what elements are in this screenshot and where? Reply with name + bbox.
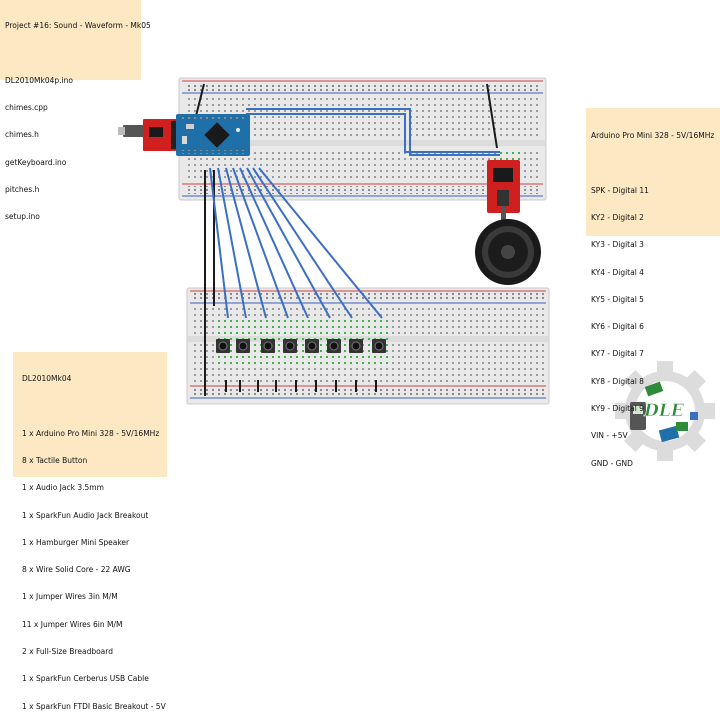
part-item: 1 x SparkFun Cerberus USB Cable bbox=[22, 674, 149, 684]
pin-item: VIN - +5V bbox=[591, 431, 628, 441]
ftdi-breakout bbox=[143, 119, 177, 151]
file-item: setup.ino bbox=[5, 212, 40, 222]
pin-item: GND - GND bbox=[591, 458, 633, 468]
tactile-button bbox=[261, 339, 275, 353]
file-item: pitches.h bbox=[5, 184, 40, 194]
parts-list-note: DL2010Mk04 1 x Arduino Pro Mini 328 - 5V… bbox=[13, 352, 167, 711]
circuit-diagram: DLE bbox=[118, 77, 715, 461]
part-item: 1 x Hamburger Mini Speaker bbox=[22, 537, 130, 547]
pin-item: SPK - Digital 11 bbox=[591, 185, 649, 195]
parts-title: DL2010Mk04 bbox=[22, 374, 72, 384]
tactile-buttons bbox=[216, 339, 386, 353]
file-item: getKeyboard.ino bbox=[5, 157, 67, 167]
part-item: 1 x Audio Jack 3.5mm bbox=[22, 483, 104, 493]
tactile-button bbox=[216, 339, 230, 353]
pin-item: KY5 - Digital 5 bbox=[591, 294, 644, 304]
tactile-button bbox=[305, 339, 319, 353]
tactile-button bbox=[349, 339, 363, 353]
tactile-button bbox=[236, 339, 250, 353]
tactile-button bbox=[372, 339, 386, 353]
tactile-button bbox=[283, 339, 297, 353]
speaker bbox=[475, 219, 541, 285]
logo-text: DLE bbox=[643, 401, 685, 421]
part-item: 1 x SparkFun FTDI Basic Breakout - 5V bbox=[22, 701, 166, 711]
wire-group-buttons bbox=[209, 167, 383, 319]
part-item: 1 x SparkFun Audio Jack Breakout bbox=[22, 510, 149, 520]
file-item: chimes.h bbox=[5, 130, 39, 140]
project-note: Project #16: Sound - Waveform - Mk05 DL2… bbox=[0, 0, 151, 221]
pin-item: KY9 - Digital 9 bbox=[591, 404, 644, 413]
dle-logo: DLE bbox=[615, 361, 715, 461]
usb-cable bbox=[118, 125, 145, 137]
audio-jack-breakout bbox=[487, 160, 520, 220]
file-item: DL2010Mk04p.ino bbox=[5, 75, 73, 85]
file-item: chimes.cpp bbox=[5, 103, 48, 113]
pin-item: KY4 - Digital 4 bbox=[591, 267, 644, 277]
wire-group-speaker bbox=[246, 108, 500, 156]
pin-item: KY2 - Digital 2 bbox=[591, 213, 644, 223]
pin-mapping-note: Arduino Pro Mini 328 - 5V/16MHz SPK - Di… bbox=[586, 108, 720, 468]
board-title: Arduino Pro Mini 328 - 5V/16MHz bbox=[591, 131, 715, 141]
part-item: 11 x Jumper Wires 6in M/M bbox=[22, 619, 123, 629]
arduino-pro-mini bbox=[176, 114, 250, 156]
pin-item: KY3 - Digital 3 bbox=[591, 240, 644, 250]
part-item: 8 x Tactile Button bbox=[22, 456, 88, 466]
pin-item: KY7 - Digital 7 bbox=[591, 349, 644, 359]
pin-item: KY8 - Digital 8 bbox=[591, 376, 644, 386]
tactile-button bbox=[327, 339, 341, 353]
project-title: Project #16: Sound - Waveform - Mk05 bbox=[5, 21, 151, 31]
part-item: 1 x Arduino Pro Mini 328 - 5V/16MHz bbox=[22, 428, 160, 438]
part-item: 1 x Jumper Wires 3in M/M bbox=[22, 592, 118, 602]
part-item: 2 x Full-Size Breadboard bbox=[22, 647, 113, 656]
part-item: 8 x Wire Solid Core - 22 AWG bbox=[22, 565, 131, 575]
pin-item: KY6 - Digital 6 bbox=[591, 322, 644, 332]
